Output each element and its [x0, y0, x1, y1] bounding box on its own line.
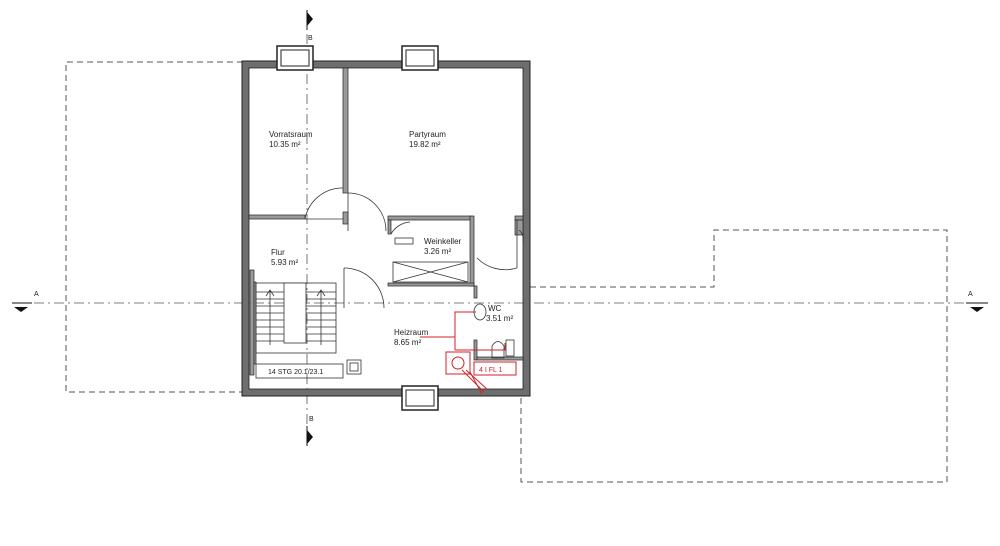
section-label-a-right: A [968, 291, 973, 298]
tank-label: 4 I FL 1 [479, 367, 503, 374]
section-label-b-bottom: B [309, 416, 314, 423]
room-name: Flur [271, 248, 285, 257]
room-area: 19.82 m² [409, 140, 441, 149]
section-label-a-left: A [34, 291, 39, 298]
wine-shelves [392, 237, 469, 283]
room-name: WC [488, 304, 502, 313]
stair-label: 14 STG 20.1/23.1 [268, 369, 323, 376]
room-area: 10.35 m² [269, 140, 301, 149]
room-area: 5.93 m² [271, 258, 298, 267]
door-swings [304, 187, 524, 309]
room-weinkeller: Weinkeller 3.26 m² [424, 237, 462, 256]
room-area: 8.65 m² [394, 338, 421, 347]
room-name: Weinkeller [424, 237, 462, 246]
room-vorratsraum: Vorratsraum 10.35 m² [269, 130, 313, 149]
room-heizraum: Heizraum 8.65 m² [394, 328, 429, 347]
room-area: 3.51 m² [486, 314, 513, 323]
dashed-outline-right [520, 229, 948, 483]
room-partyraum: Partyraum 19.82 m² [409, 130, 446, 149]
room-area: 3.26 m² [424, 247, 451, 256]
utility-box [346, 359, 362, 375]
wc-fixtures [473, 303, 515, 359]
section-marker-b-bottom: B [306, 416, 314, 446]
section-marker-a-left: A [12, 291, 39, 312]
dashed-outline-left [65, 61, 243, 393]
room-name: Heizraum [394, 328, 429, 337]
window-bottom [401, 385, 439, 411]
window-top-left [276, 45, 314, 71]
room-name: Partyraum [409, 130, 446, 139]
section-marker-a-right: A [966, 291, 988, 312]
heating-system [420, 311, 517, 395]
staircase [255, 282, 344, 379]
room-flur: Flur 5.93 m² [271, 248, 298, 267]
window-top-right [401, 45, 439, 71]
room-wc: WC 3.51 m² [486, 304, 513, 323]
interior-walls [248, 67, 524, 376]
section-label-b-top: B [308, 35, 313, 42]
room-name: Vorratsraum [269, 130, 313, 139]
section-marker-b-top: B [306, 10, 313, 42]
